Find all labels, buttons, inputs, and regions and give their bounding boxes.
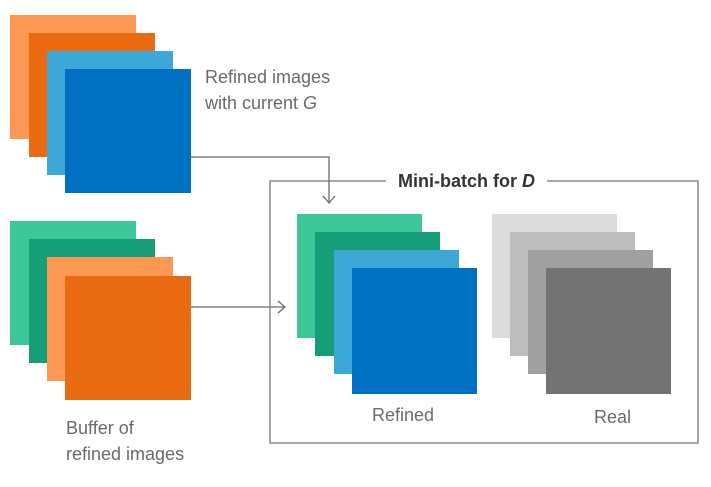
connector-line (191, 156, 330, 202)
generator-symbol: G (303, 93, 318, 113)
connector-buffer-to-minibatch (191, 300, 286, 314)
minibatch-title: Mini-batch for D (386, 169, 547, 193)
stack-card (546, 268, 671, 394)
discriminator-symbol: D (522, 171, 535, 191)
label-line: refined images (66, 444, 185, 464)
label-buffer-of-refined-images: Buffer of refined images (66, 415, 184, 467)
arrowhead-down-icon (322, 195, 336, 204)
minibatch-title-text: Mini-batch for (398, 171, 522, 191)
stack-buffer-refined (10, 221, 191, 400)
label-line: with current G (205, 90, 330, 116)
label-real: Real (594, 407, 632, 427)
stack-refined-current-g (10, 15, 191, 193)
stack-card (352, 268, 477, 394)
label-refined-with-current-g: Refined images with current G (205, 64, 330, 116)
stack-minibatch-refined (297, 214, 477, 394)
stack-card (65, 69, 191, 193)
stack-card (65, 276, 191, 400)
label-refined: Refined (372, 405, 435, 425)
label-text: with current (205, 93, 304, 113)
arrowhead-right-icon (277, 300, 286, 314)
stack-minibatch-real (492, 214, 671, 394)
label-line: Refined images (205, 67, 331, 87)
connector-current-to-minibatch (191, 156, 336, 204)
label-line: Buffer of (66, 418, 134, 438)
